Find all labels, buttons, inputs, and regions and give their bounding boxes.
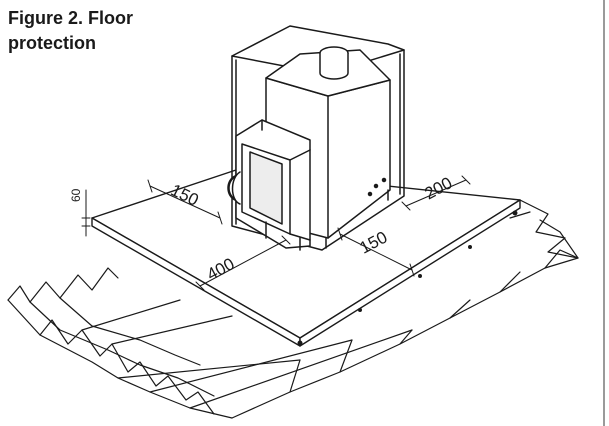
page-edge-line [603, 0, 605, 426]
dim-label-thickness: 60 [69, 188, 83, 202]
caption-line-2: protection [8, 33, 96, 53]
caption-line-1: Figure 2. Floor [8, 8, 134, 28]
plate-bolts [297, 210, 518, 346]
figure-caption: Figure 2. Floor protection [8, 6, 158, 56]
dimension-lines [81, 175, 471, 291]
stove [227, 25, 405, 251]
floor-boards [7, 199, 579, 419]
